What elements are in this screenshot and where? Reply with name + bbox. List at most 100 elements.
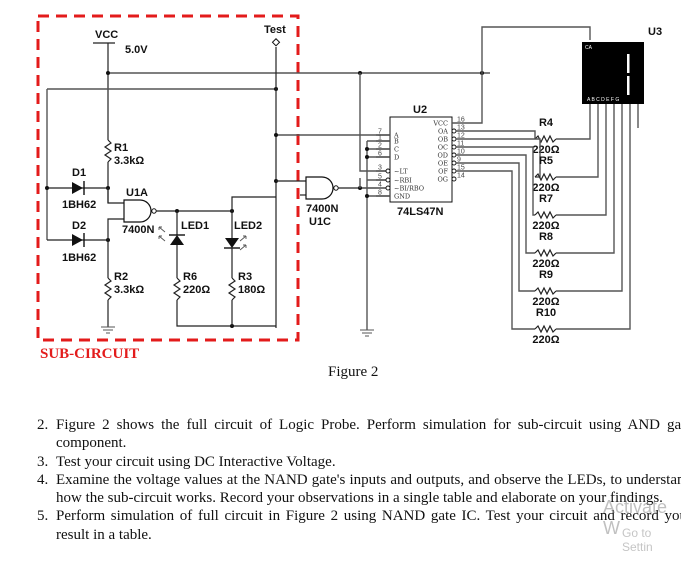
svg-text:3.3kΩ: 3.3kΩ [114,155,144,167]
svg-text:1: 1 [378,135,382,142]
svg-text:7400N: 7400N [122,224,154,236]
svg-text:220Ω: 220Ω [532,182,559,194]
diode-d2: D2 1BH62 [47,220,110,264]
subcircuit-border [36,14,300,342]
u2-pin-vcc: 16 VCC [432,117,465,128]
led2: LED2 [224,196,276,278]
svg-text:6: 6 [378,151,382,158]
svg-text:R3: R3 [238,271,252,283]
svg-text:1BH62: 1BH62 [62,252,96,264]
svg-text:14: 14 [457,173,465,180]
svg-text:A B C D E F G: A B C D E F G [587,97,619,103]
svg-text:D: D [394,154,399,162]
svg-text:U2: U2 [413,104,427,116]
svg-text:D2: D2 [72,220,86,232]
svg-text:VCC: VCC [432,120,448,128]
svg-text:4: 4 [378,182,382,189]
svg-text:VCC: VCC [95,29,118,41]
svg-text:180Ω: 180Ω [238,284,265,296]
svg-text:12: 12 [457,133,465,140]
instruction-item: Examine the voltage values at the NAND g… [52,471,681,508]
svg-text:220Ω: 220Ω [532,220,559,232]
svg-text:220Ω: 220Ω [532,144,559,156]
svg-text:R5: R5 [539,155,553,167]
svg-text:220Ω: 220Ω [183,284,210,296]
resistor-r3: R3 180Ω [227,271,265,326]
svg-text:8: 8 [378,190,382,197]
nand-gate-u1c: 7400N U1C [276,176,386,228]
svg-text:R7: R7 [539,193,553,205]
svg-text:220Ω: 220Ω [532,258,559,270]
svg-text:R8: R8 [539,231,553,243]
svg-text:13: 13 [457,125,465,132]
svg-text:U1A: U1A [126,187,148,199]
u2-pin-lt: 3 ~LT [376,165,408,176]
svg-text:10: 10 [457,149,465,156]
u2-pin-og: 14 OG [437,173,464,184]
svg-text:7400N: 7400N [306,203,338,215]
svg-text:74LS47N: 74LS47N [397,206,444,218]
svg-text:3.3kΩ: 3.3kΩ [114,284,144,296]
svg-text:OB: OB [438,136,448,144]
svg-text:15: 15 [457,165,465,172]
svg-text:~BI/RBO: ~BI/RBO [394,185,424,193]
svg-text:3: 3 [378,165,382,172]
svg-text:9: 9 [457,157,461,164]
nand-gate-u1a: U1A 7400N [107,187,234,240]
resistor-r6: R6 220Ω [172,271,276,328]
svg-text:OC: OC [438,144,448,152]
svg-text:1BH62: 1BH62 [62,199,96,211]
svg-text:C: C [394,146,399,154]
instruction-item: Figure 2 shows the full circuit of Logic… [52,416,681,453]
svg-text:A: A [393,132,399,140]
svg-text:U3: U3 [648,26,662,38]
svg-text:16: 16 [457,117,465,124]
windows-activation-watermark: Activate W [603,497,668,538]
test-probe: Test [264,24,286,328]
svg-text:CA: CA [585,45,593,51]
windows-activation-settings-link[interactable]: Go to Settin [622,526,653,554]
svg-text:R2: R2 [114,271,128,283]
u2-pin-birbo: 4 ~BI/RBO [376,182,424,193]
u2-pin-rbi: 5 ~RBI [376,174,412,185]
instruction-item: Test your circuit using DC Interactive V… [52,453,681,471]
figure-caption: Figure 2 [328,364,379,380]
svg-text:OA: OA [438,128,448,136]
svg-text:R1: R1 [114,142,128,154]
svg-text:OG: OG [437,176,448,184]
svg-text:5: 5 [378,174,382,181]
svg-text:R9: R9 [539,269,553,281]
svg-text:~LT: ~LT [394,168,408,176]
svg-text:D1: D1 [72,167,86,179]
svg-text:220Ω: 220Ω [532,334,559,346]
svg-text:5.0V: 5.0V [125,44,148,56]
svg-text:~RBI: ~RBI [394,177,412,185]
svg-text:220Ω: 220Ω [532,296,559,308]
svg-text:OE: OE [438,160,448,168]
circuit-schematic: SUB-CIRCUIT VCC 5.0V Test R1 3.3kΩ D1 1B… [36,14,662,362]
seven-segment-display-u3: U3 CA A B C D E F G [582,26,662,104]
subcircuit-label: SUB-CIRCUIT [40,346,139,362]
instruction-item: Perform simulation of full circuit in Fi… [52,507,681,544]
svg-text:2: 2 [378,143,382,150]
svg-text:R6: R6 [183,271,197,283]
svg-text:GND: GND [394,193,410,201]
svg-text:7: 7 [378,129,382,136]
svg-text:11: 11 [457,141,464,148]
instruction-list: Figure 2 shows the full circuit of Logic… [30,416,681,544]
led1: LED1 [158,211,209,278]
vcc-source: VCC 5.0V [93,29,148,140]
svg-text:R10: R10 [536,307,556,319]
